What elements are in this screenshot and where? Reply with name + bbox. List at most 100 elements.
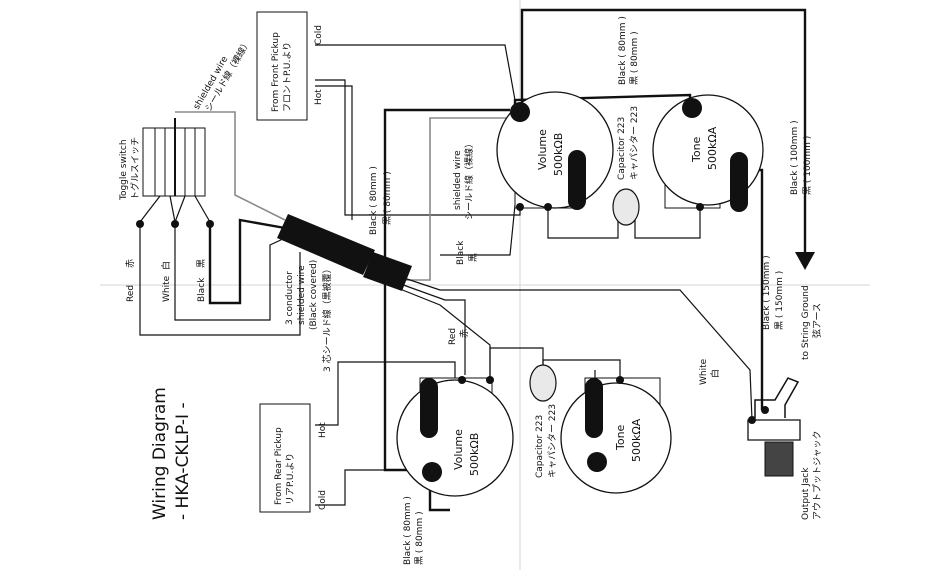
- upper-capacitor: [612, 188, 640, 226]
- wire-black-80mm-left-label-jp: 黒 ( 80mm ): [382, 171, 393, 225]
- wire-red-label: Red: [448, 328, 458, 345]
- lower-volume-value: 500kΩB: [468, 433, 481, 476]
- toggle-red-label-jp: 赤: [125, 259, 136, 268]
- upper-pot-cluster: [496, 91, 764, 226]
- front-pickup-box: [256, 11, 308, 121]
- solder-point: [516, 203, 524, 211]
- wire-shielded-mid: [405, 117, 520, 281]
- string-ground-arrow-icon: [795, 252, 815, 270]
- lower-capacitor-label-jp: キャパシター 223: [547, 404, 558, 478]
- wire-black-100mm-label-jp: 黒 ( 100mm ): [802, 136, 813, 195]
- solder-point: [422, 462, 442, 482]
- solder-point: [616, 376, 624, 384]
- wire-black-mid-label: Black: [456, 240, 466, 265]
- output-jack-thread: [764, 441, 794, 477]
- shielded-wire-mid-label: shielded wire: [453, 150, 463, 210]
- wire-toggle-red: [139, 222, 301, 336]
- wire-black-150mm-label-jp: 黒 ( 150mm ): [774, 271, 785, 330]
- wire-black-mid-label-jp: 黒: [468, 253, 479, 262]
- front-pickup-label: From Front Pickup: [271, 32, 281, 112]
- solder-point: [136, 220, 144, 228]
- three-conductor-label-3: (Black covered): [309, 260, 319, 330]
- toggle-red-label: Red: [126, 285, 136, 302]
- toggle-lug-white: [169, 195, 176, 223]
- wire-rear-cold: [315, 469, 430, 506]
- output-jack-tip: [754, 377, 800, 418]
- solder-point: [510, 102, 530, 122]
- upper-tone-label: Tone: [690, 136, 703, 163]
- rear-pickup-hot-label: Hot: [318, 422, 328, 438]
- rear-pickup-label: From Rear Pickup: [274, 427, 284, 505]
- lower-tone-value: 500kΩA: [630, 418, 643, 462]
- wire-black-80mm-top-label-jp: 黒 ( 80mm ): [629, 31, 640, 85]
- lower-tone-lug-bar: [585, 378, 603, 438]
- lower-tone-label: Tone: [614, 424, 627, 451]
- cable-sleeve-1: [277, 214, 375, 275]
- upper-tone-lug-bar: [730, 152, 748, 212]
- lower-capacitor-label: Capacitor 223: [535, 415, 545, 478]
- solder-point: [682, 98, 702, 118]
- output-jack-label: Output Jack: [801, 467, 811, 520]
- wire-black-80mm-bottom-label: Black ( 80mm ): [403, 496, 413, 565]
- wire-black-150mm-label: Black ( 150mm ): [762, 255, 772, 330]
- wires: [139, 8, 815, 512]
- wire-black-80mm-top-label: Black ( 80mm ): [618, 16, 628, 85]
- lower-pot-cluster: [396, 364, 672, 497]
- wire-toggle-white: [174, 222, 286, 321]
- wire-red-label-jp: 赤: [459, 329, 470, 338]
- toggle-white-label: White: [162, 275, 172, 302]
- rear-pickup-cold-label: Cold: [318, 490, 328, 510]
- wire-toggle-black: [208, 218, 286, 305]
- upper-tone-value: 500kΩA: [706, 126, 719, 170]
- front-pickup-cold-label: Cold: [314, 25, 324, 45]
- wire-black-mid-upper: [440, 204, 516, 256]
- toggle-white-label-jp: 白: [160, 261, 172, 270]
- toggle-black-label-jp: 黒: [196, 259, 207, 268]
- wire-black-80mm-left-label: Black ( 80mm ): [369, 166, 379, 235]
- front-pickup-hot-label: Hot: [314, 89, 324, 105]
- toggle-lug-red: [139, 195, 161, 223]
- wire-white-label-jp: 白: [709, 369, 721, 378]
- wire-front-cold: [315, 44, 516, 101]
- three-conductor-label-jp: 3 芯シールド線（黒被覆）: [321, 264, 333, 372]
- lower-capacitor: [529, 364, 557, 402]
- lower-volume-label: Volume: [452, 429, 465, 470]
- solder-point: [748, 416, 756, 424]
- solder-point: [458, 376, 466, 384]
- wire-upper-cap-left: [547, 205, 619, 239]
- diagram-subtitle: - HKA-CKLP-I -: [173, 402, 193, 520]
- lower-volume-lug-bar: [420, 378, 438, 438]
- output-jack-body: [747, 419, 801, 441]
- wire-front-hot: [315, 79, 521, 216]
- rear-pickup-label-jp: リアP.U.より: [285, 453, 296, 505]
- wire-shielded-toggle: [175, 111, 286, 221]
- output-jack: [747, 377, 801, 477]
- front-pickup-label-jp: フロントP.U.より: [282, 42, 293, 112]
- string-ground-label: to String Ground: [801, 285, 811, 360]
- toggle-switch-label: Toggle switch: [119, 139, 129, 201]
- wire-black-100mm: [520, 8, 807, 258]
- wire-white-label: White: [699, 358, 709, 385]
- wire-red-to-volume: [394, 281, 466, 375]
- toggle-switch-label-jp: トグルスイッチ: [129, 137, 141, 200]
- rear-pickup-box: [259, 403, 311, 513]
- solder-point: [761, 406, 769, 414]
- toggle-black-label: Black: [197, 277, 207, 302]
- toggle-lug-black: [194, 195, 211, 223]
- three-conductor-cable: [277, 214, 412, 291]
- solder-point: [587, 452, 607, 472]
- solder-point: [206, 220, 214, 228]
- upper-volume-lug-bar: [568, 150, 586, 210]
- shielded-wire-mid-label-jp: シールド線（裸線）: [463, 139, 475, 220]
- upper-volume-label: Volume: [536, 129, 549, 170]
- three-conductor-label-2: shielded wire: [297, 265, 307, 325]
- wire-rear-hot: [315, 361, 456, 426]
- wire-black-mid: [394, 286, 491, 380]
- output-jack-label-jp: アウトプットジャック: [812, 430, 823, 520]
- solder-point: [486, 376, 494, 384]
- toggle-switch: [136, 118, 214, 228]
- wire-upper-cap-right: [634, 205, 701, 239]
- upper-capacitor-label-jp: キャパシター 223: [629, 106, 640, 180]
- wire-front-hot-2: [315, 85, 353, 220]
- wire-black-100mm-label: Black ( 100mm ): [790, 120, 800, 195]
